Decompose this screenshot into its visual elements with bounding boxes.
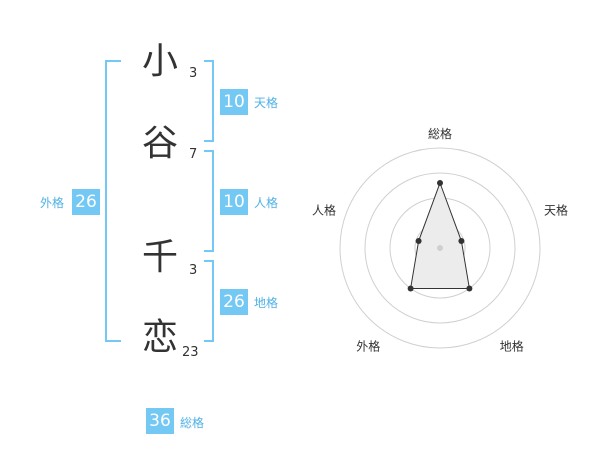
radar-ring-4 <box>339 147 541 349</box>
name-char-1: 小 <box>142 41 179 82</box>
radar-point-3 <box>407 285 414 292</box>
tenkaku-value: 10 <box>220 89 248 115</box>
gaikaku-value: 26 <box>72 189 100 215</box>
radar-axis-label: 人格 <box>312 202 336 217</box>
soukaku-value: 36 <box>146 408 174 434</box>
radar-axis-label: 天格 <box>544 202 568 217</box>
tenkaku-bracket <box>204 60 214 142</box>
radar-point-4 <box>415 238 422 245</box>
gaikaku-label: 外格 <box>40 196 65 210</box>
stroke-count-3: 3 <box>189 263 198 278</box>
stroke-count-2: 7 <box>189 147 198 162</box>
tenkaku-label: 天格 <box>254 96 279 110</box>
name-char-3: 千 <box>142 237 179 278</box>
chikaku-bracket <box>204 260 214 342</box>
radar-center-dot <box>437 245 443 251</box>
radar-axis-label: 総格 <box>428 126 452 141</box>
chikaku-label: 地格 <box>254 296 279 310</box>
radar-point-1 <box>458 238 465 245</box>
radar-axis-label: 外格 <box>356 339 380 354</box>
radar-point-2 <box>466 285 473 292</box>
radar-point-0 <box>437 180 443 186</box>
soukaku-label: 総格 <box>180 416 205 430</box>
name-char-4: 恋 <box>142 317 179 358</box>
radar-axis-label: 地格 <box>500 339 524 354</box>
jinkaku-value: 10 <box>220 189 248 215</box>
stroke-count-1: 3 <box>189 66 198 81</box>
chikaku-value: 26 <box>220 289 248 315</box>
jinkaku-bracket <box>204 150 214 252</box>
radar-polygon <box>410 181 470 289</box>
radar-ring-3 <box>364 172 516 324</box>
stroke-count-4: 23 <box>182 345 199 360</box>
name-char-2: 谷 <box>142 123 179 164</box>
gaikaku-bracket <box>105 60 121 342</box>
jinkaku-label: 人格 <box>254 196 279 210</box>
